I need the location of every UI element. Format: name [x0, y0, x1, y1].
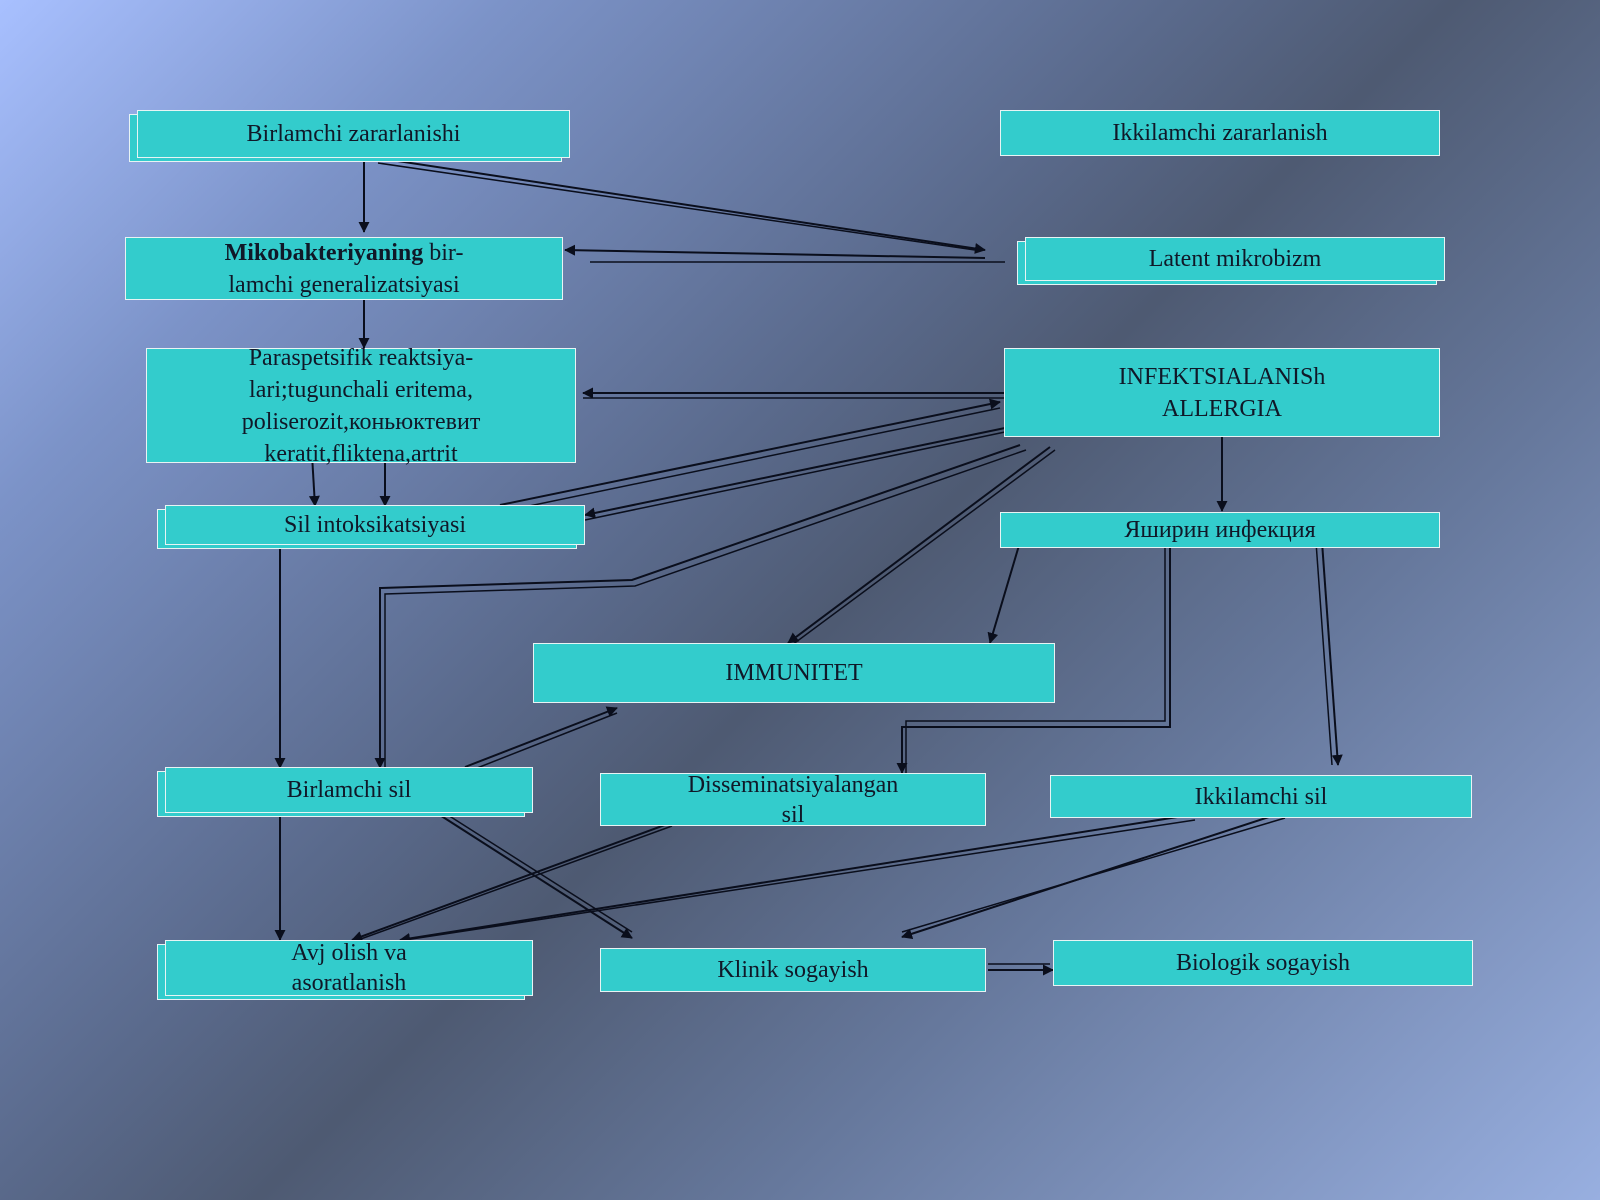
- node-biological-recovery-label: Biologik sogayish: [1175, 950, 1350, 976]
- arrow-hidden-to-secondary-tb: [1321, 541, 1343, 766]
- arrow-secondary-tb-to-progression: [399, 814, 1191, 944]
- node-hidden-infection-label: Яширин инфекция: [1124, 517, 1316, 543]
- node-clinical-recovery-label: Klinik sogayish: [717, 957, 869, 983]
- arrow-intoxication-to-allergy: [499, 398, 1001, 506]
- node-paraspecific-line1: Paraspetsifik reaktsiya-: [248, 344, 474, 371]
- arrow-primary-to-latent: [377, 157, 986, 254]
- node-tb-intoxication-label: Sil intoksikatsiyasi: [283, 512, 466, 538]
- node-hidden-infection: Яширин инфекция: [1000, 512, 1440, 548]
- arrow-paraspecific-to-intoxication-a: [308, 454, 320, 507]
- node-primary-tb-label: Birlamchi sil: [286, 777, 412, 803]
- arrow-allergy-to-immunity: [787, 446, 1051, 644]
- node-tb-intoxication: Sil intoksikatsiyasi: [165, 505, 585, 545]
- node-infection-allergy: INFEKTSIALANISh ALLERGIA: [1004, 348, 1440, 437]
- arrow-latent-to-generalization: [564, 244, 986, 259]
- node-disseminated-line1: Disseminatsiyalangan: [687, 771, 899, 798]
- node-immunity: IMMUNITET: [533, 643, 1055, 703]
- node-paraspecific-line4: keratit,fliktena,artrit: [264, 440, 458, 467]
- arrow-hidden-to-disseminated: [896, 545, 1171, 774]
- node-clinical-recovery: Klinik sogayish: [600, 948, 986, 992]
- arrow-primary-tb-to-immunity: [464, 706, 618, 768]
- node-infection-allergy-line1: INFEKTSIALANISh: [1118, 363, 1326, 390]
- node-primary-lesion: Birlamchi zararlanishi: [137, 110, 570, 158]
- node-disseminated-line2: sil: [781, 801, 805, 828]
- node-latent-microbism-label: Latent mikrobizm: [1148, 246, 1322, 272]
- node-secondary-tb: Ikkilamchi sil: [1050, 775, 1472, 818]
- node-generalization-line1: Mikobakteriyaning bir-: [225, 237, 464, 269]
- node-latent-microbism: Latent mikrobizm: [1025, 237, 1445, 281]
- node-generalization: Mikobakteriyaning bir- lamchi generaliza…: [125, 237, 563, 300]
- node-infection-allergy-line2: ALLERGIA: [1162, 395, 1282, 422]
- node-primary-tb: Birlamchi sil: [165, 767, 533, 813]
- node-biological-recovery: Biologik sogayish: [1053, 940, 1473, 986]
- node-secondary-tb-label: Ikkilamchi sil: [1194, 783, 1328, 810]
- arrow-hidden-to-immunity: [987, 541, 1021, 644]
- node-generalization-bold: Mikobakteriyaning: [224, 239, 424, 266]
- arrow-disseminated-to-progression: [351, 811, 701, 942]
- node-generalization-line2: lamchi generalizatsiyasi: [228, 271, 460, 298]
- node-paraspecific-line3: poliserozit,коньюктевит: [241, 408, 481, 435]
- node-primary-lesion-label: Birlamchi zararlanishi: [246, 121, 461, 147]
- node-generalization-rest: bir-: [429, 239, 464, 266]
- node-secondary-lesion: Ikkilamchi zararlanish: [1000, 110, 1440, 156]
- node-paraspecific-reactions: Paraspetsifik reaktsiya- lari;tugunchali…: [146, 345, 576, 467]
- node-disseminated-tb: Disseminatsiyalangan sil: [600, 771, 986, 828]
- node-secondary-lesion-label: Ikkilamchi zararlanish: [1112, 120, 1328, 146]
- node-progression: Avj olish va asoratlanish: [165, 940, 533, 996]
- node-paraspecific-line2: lari;tugunchali eritema,: [249, 376, 473, 403]
- node-immunity-label: IMMUNITET: [725, 660, 863, 686]
- node-progression-line2: asoratlanish: [291, 970, 407, 996]
- arrow-allergy-to-primary-tb: [374, 444, 1021, 769]
- arrow-allergy-to-intoxication: [584, 427, 1006, 519]
- node-progression-line1: Avj olish va: [291, 940, 407, 966]
